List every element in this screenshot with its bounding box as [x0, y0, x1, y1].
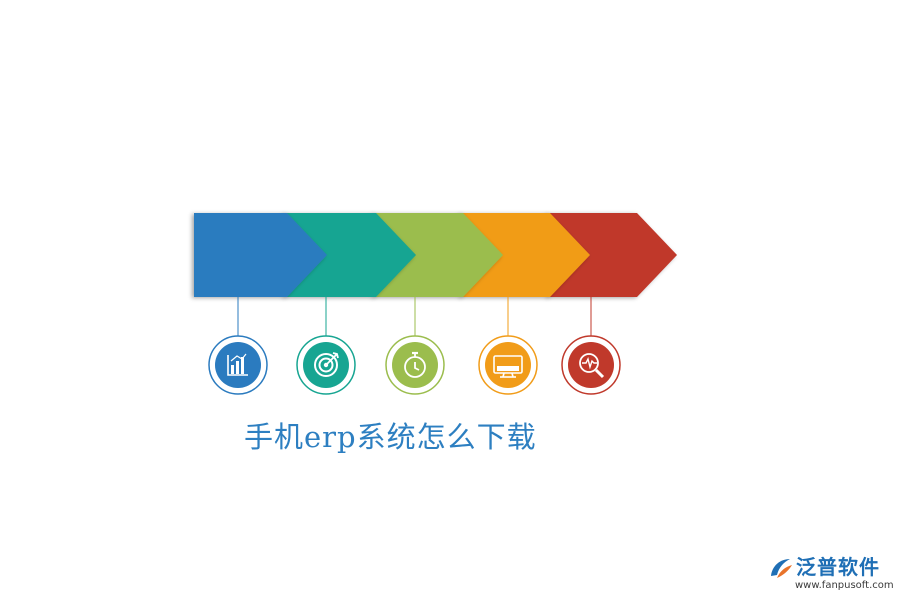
logo-url: www.fanpusoft.com	[795, 580, 894, 591]
step-icon-1	[208, 335, 268, 395]
icon-disc-4	[485, 342, 531, 388]
logo-mark-icon	[771, 559, 792, 578]
arrow-step-1	[194, 213, 327, 297]
step-icon-5	[561, 335, 621, 395]
arrow-step-3	[373, 213, 503, 297]
connector-lines	[237, 297, 592, 336]
diagram-title: 手机erp系统怎么下载	[244, 420, 537, 454]
monitor-icon	[493, 355, 523, 378]
arrow-chain	[194, 213, 677, 297]
bar-chart-icon	[227, 353, 248, 376]
target-icon	[314, 352, 339, 377]
step-icon-4	[478, 335, 538, 395]
stopwatch-icon	[404, 351, 426, 378]
step-icon-2	[296, 335, 356, 395]
fanpu-logo: 泛普软件 www.fanpusoft.com	[768, 554, 894, 594]
arrow-step-4	[460, 213, 590, 297]
arrow-step-5	[547, 213, 677, 297]
logo-name: 泛普软件	[796, 555, 880, 579]
step-icon-3	[385, 335, 445, 395]
magnifier-pulse-icon	[579, 353, 605, 379]
arrow-step-2	[284, 213, 416, 297]
